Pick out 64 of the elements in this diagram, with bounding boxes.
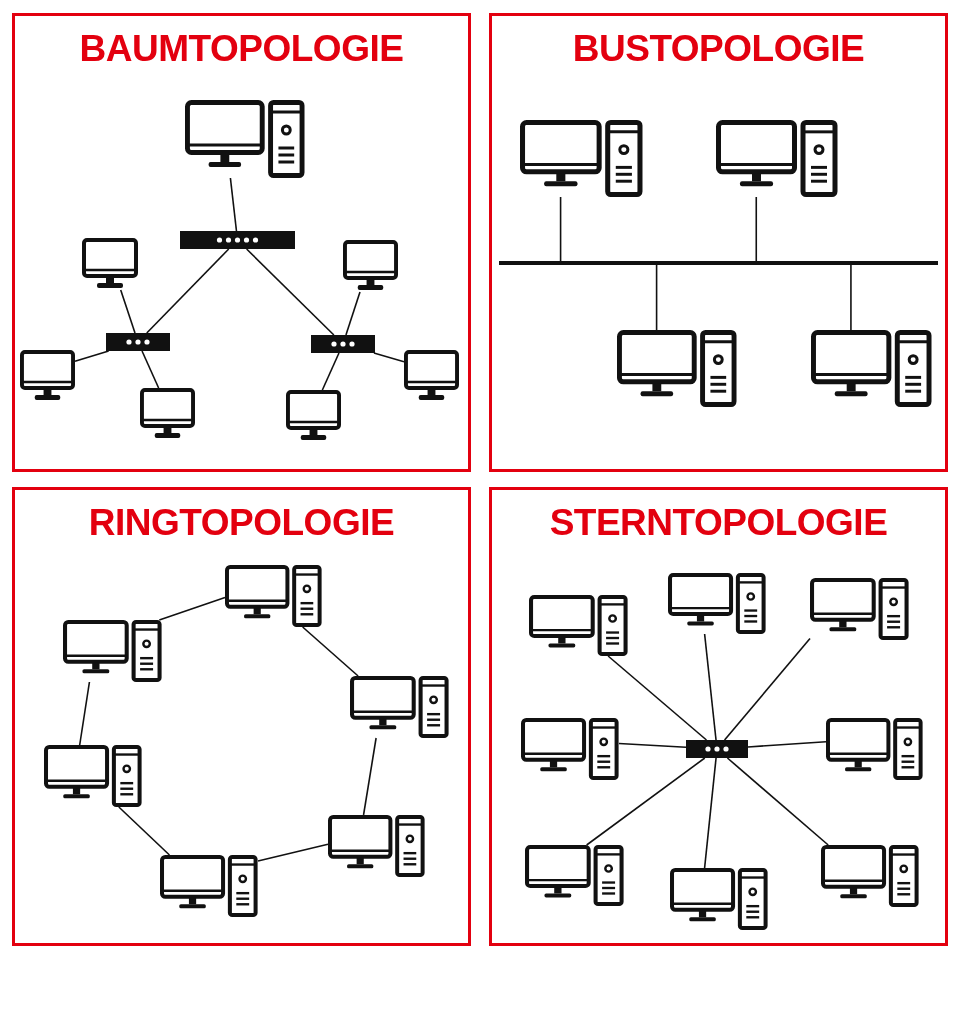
panel-title: RINGTOPOLOGIE [87, 502, 396, 544]
computer-icon [350, 676, 449, 738]
computer-icon [826, 718, 923, 780]
network-switch-icon [106, 333, 170, 351]
computer-icon [520, 120, 643, 197]
network-cable [229, 177, 238, 232]
panel-title: BUSTOPOLOGIE [571, 28, 866, 70]
network-cable [257, 843, 329, 862]
monitor-icon [286, 390, 341, 442]
computer-icon [670, 868, 768, 930]
network-cable [747, 741, 827, 748]
network-cable [301, 626, 359, 677]
topology-panel [12, 13, 471, 472]
network-cable [585, 757, 706, 846]
network-cable [559, 196, 562, 262]
network-cable [723, 637, 811, 741]
network-cable [158, 596, 226, 621]
computer-icon [529, 595, 628, 656]
monitor-icon [140, 388, 195, 440]
topology-panel [12, 487, 471, 946]
network-cable [607, 655, 708, 741]
panel-title: STERNTOPOLOGIE [548, 502, 889, 544]
computer-icon [811, 330, 932, 407]
computer-icon [225, 565, 322, 627]
topology-panel [489, 13, 948, 472]
computer-icon [521, 718, 619, 780]
network-switch-icon [686, 740, 748, 758]
network-cable [655, 264, 658, 331]
network-cable [618, 742, 687, 749]
network-cable [703, 633, 717, 741]
computer-icon [810, 578, 909, 640]
network-cable [726, 757, 829, 846]
network-cable [755, 196, 758, 262]
computer-icon [821, 845, 919, 907]
computer-icon [617, 330, 737, 407]
network-cable [78, 681, 91, 746]
network-switch-icon [180, 231, 295, 249]
monitor-icon [82, 238, 138, 290]
network-cable [362, 737, 377, 816]
network-switch-icon [311, 335, 375, 353]
monitor-icon [20, 350, 75, 402]
computer-icon [525, 845, 624, 906]
network-cable [703, 757, 717, 869]
computer-icon [328, 815, 425, 877]
network-cable [321, 352, 340, 391]
monitor-icon [404, 350, 459, 402]
panel-title: BAUMTOPOLOGIE [78, 28, 405, 70]
network-cable [850, 264, 852, 331]
network-cable [373, 352, 405, 363]
network-cable [74, 350, 110, 363]
network-cable [345, 291, 361, 336]
monitor-icon [343, 240, 398, 292]
computer-icon [668, 573, 766, 634]
computer-icon [44, 745, 142, 807]
computer-icon [716, 120, 838, 197]
computer-icon [185, 100, 305, 178]
network-cable [118, 806, 171, 856]
computer-icon [63, 620, 162, 682]
topology-panel [489, 487, 948, 946]
network-cable [146, 248, 230, 334]
computer-icon [160, 855, 258, 917]
network-cable [141, 350, 160, 389]
network-cable [119, 289, 136, 334]
network-cable [245, 248, 335, 336]
